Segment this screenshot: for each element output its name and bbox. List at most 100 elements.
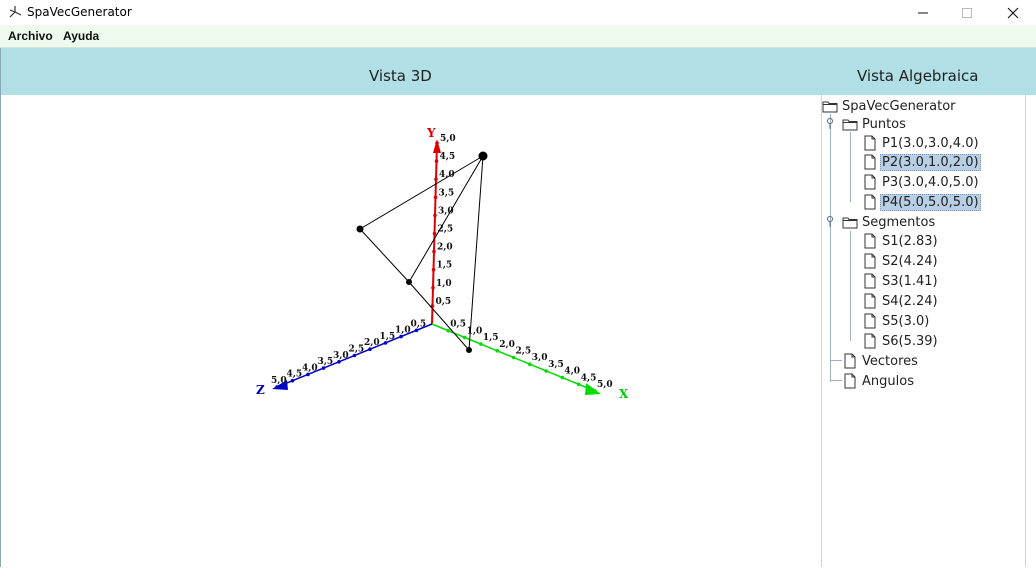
- segment-line[interactable]: [408, 281, 470, 351]
- tree-node-angulos[interactable]: Angulos: [842, 372, 916, 390]
- file-icon: [844, 373, 856, 389]
- tree-connector: [830, 360, 842, 361]
- y-axis-tick-label: 1,5: [437, 261, 453, 271]
- file-icon: [864, 154, 876, 170]
- tree-item-p2[interactable]: P2(3.0,1.0,2.0): [862, 153, 981, 171]
- x-axis-tick-label: 1,0: [467, 326, 483, 336]
- minimize-button[interactable]: [900, 0, 946, 25]
- y-axis-tick: [431, 286, 435, 290]
- z-axis-tick: [321, 366, 326, 370]
- segment-line[interactable]: [359, 228, 410, 283]
- tree-item-p4[interactable]: P4(5.0,5.0,5.0): [862, 193, 981, 211]
- file-icon: [864, 174, 876, 190]
- point-p4[interactable]: [478, 151, 488, 161]
- close-button[interactable]: [990, 0, 1036, 25]
- title-bar: SpaVecGenerator: [0, 0, 1036, 25]
- z-axis-tick: [275, 385, 279, 389]
- algebra-tree: SpaVecGenerator Puntos P1(3.0,3.0,4.0) P…: [822, 95, 1025, 567]
- x-axis-tick-label: 1,5: [483, 333, 499, 343]
- file-icon: [864, 273, 876, 289]
- z-axis-tick-label: 0,5: [411, 319, 427, 329]
- file-icon: [864, 233, 876, 249]
- tree-item-label: P1(3.0,3.0,4.0): [882, 135, 979, 151]
- x-axis-tick-label: 5,0: [597, 380, 613, 390]
- maximize-button[interactable]: [944, 0, 990, 25]
- z-axis-tick: [337, 360, 341, 364]
- x-axis-tick: [593, 389, 597, 393]
- tree-item-s4[interactable]: S4(2.24): [862, 292, 940, 310]
- tree-connector: [850, 231, 851, 341]
- y-axis-tick-label: 3,0: [438, 206, 454, 216]
- y-axis-tick-label: 5,0: [440, 134, 456, 144]
- y-axis-tick: [433, 195, 438, 200]
- tree-item-s3[interactable]: S3(1.41): [862, 272, 940, 290]
- menu-archivo[interactable]: Archivo: [8, 29, 53, 43]
- y-axis-tick-label: 1,0: [436, 279, 452, 289]
- tree-item-p3[interactable]: P3(3.0,4.0,5.0): [862, 173, 981, 191]
- expand-toggle-icon[interactable]: [826, 116, 836, 132]
- tree-root-label: SpaVecGenerator: [842, 98, 956, 114]
- file-icon: [864, 253, 876, 269]
- segment-line[interactable]: [408, 155, 484, 283]
- tree-item-label: S2(4.24): [882, 253, 938, 269]
- y-axis-tick: [432, 231, 437, 236]
- panel-divider[interactable]: [821, 95, 822, 567]
- window-title: SpaVecGenerator: [27, 5, 132, 19]
- app-icon: [9, 6, 22, 18]
- y-axis-tick-label: 2,0: [437, 243, 453, 253]
- y-axis-tick: [432, 249, 436, 254]
- point-p1[interactable]: [406, 279, 412, 285]
- tree-node-segmentos[interactable]: Segmentos: [826, 213, 937, 231]
- minimize-icon: [918, 12, 928, 13]
- y-axis-tick: [433, 213, 437, 218]
- tree-item-label: S5(3.0): [882, 313, 930, 329]
- right-border: [1025, 95, 1026, 567]
- tree-item-s6[interactable]: S6(5.39): [862, 332, 940, 350]
- y-axis-tick-label: 4,0: [439, 170, 455, 180]
- segment-line[interactable]: [468, 155, 484, 351]
- x-axis-tick: [495, 349, 500, 353]
- view3d-title: Vista 3D: [369, 67, 432, 85]
- z-axis-tick: [368, 347, 372, 351]
- x-axis-tick-label: 3,5: [548, 360, 564, 370]
- tree-item-label: P4(5.0,5.0,5.0): [880, 193, 981, 211]
- tree-item-label: P2(3.0,1.0,2.0): [880, 153, 981, 171]
- tree-node-vectores[interactable]: Vectores: [842, 352, 920, 370]
- x-axis-tick: [462, 335, 467, 340]
- y-axis-tick: [431, 267, 436, 272]
- folder-icon: [842, 119, 858, 131]
- tree-connector: [850, 132, 851, 202]
- tree-item-s2[interactable]: S2(4.24): [862, 252, 940, 270]
- menu-ayuda[interactable]: Ayuda: [63, 29, 100, 43]
- z-axis-tick: [306, 372, 310, 377]
- point-p3[interactable]: [356, 225, 364, 233]
- z-axis-tick: [414, 328, 419, 333]
- point-p2[interactable]: [466, 347, 472, 353]
- expand-toggle-icon[interactable]: [826, 214, 836, 230]
- z-axis-tick-label: 5,0: [271, 376, 287, 386]
- z-axis-tick-label: 2,5: [349, 345, 365, 355]
- z-axis-tick: [352, 353, 357, 358]
- tree-root[interactable]: SpaVecGenerator: [822, 97, 958, 115]
- segment-line[interactable]: [359, 155, 484, 230]
- folder-open-icon: [822, 101, 838, 113]
- scene-3d[interactable]: Y X Z 0,51,01,52,02,53,03,54,04,55,00,51…: [1, 95, 821, 567]
- z-axis-tick-label: 1,0: [395, 326, 411, 336]
- file-icon: [844, 353, 856, 369]
- tree-item-p1[interactable]: P1(3.0,3.0,4.0): [862, 134, 981, 152]
- tree-item-label: S4(2.24): [882, 293, 938, 309]
- tree-item-s1[interactable]: S1(2.83): [862, 232, 940, 250]
- z-axis-label: Z: [256, 383, 265, 397]
- left-border: [0, 48, 1, 567]
- y-axis-tick-label: 4,5: [440, 152, 456, 162]
- algebra-view-title: Vista Algebraica: [857, 67, 979, 85]
- z-axis-tick-label: 2,0: [364, 338, 380, 348]
- x-axis-label: X: [619, 387, 629, 401]
- y-axis-tick: [434, 159, 439, 163]
- tree-connector: [830, 114, 831, 382]
- file-icon: [864, 293, 876, 309]
- tree-item-s5[interactable]: S5(3.0): [862, 312, 931, 330]
- tree-node-puntos[interactable]: Puntos: [826, 115, 908, 133]
- x-axis-tick-label: 2,5: [516, 347, 532, 357]
